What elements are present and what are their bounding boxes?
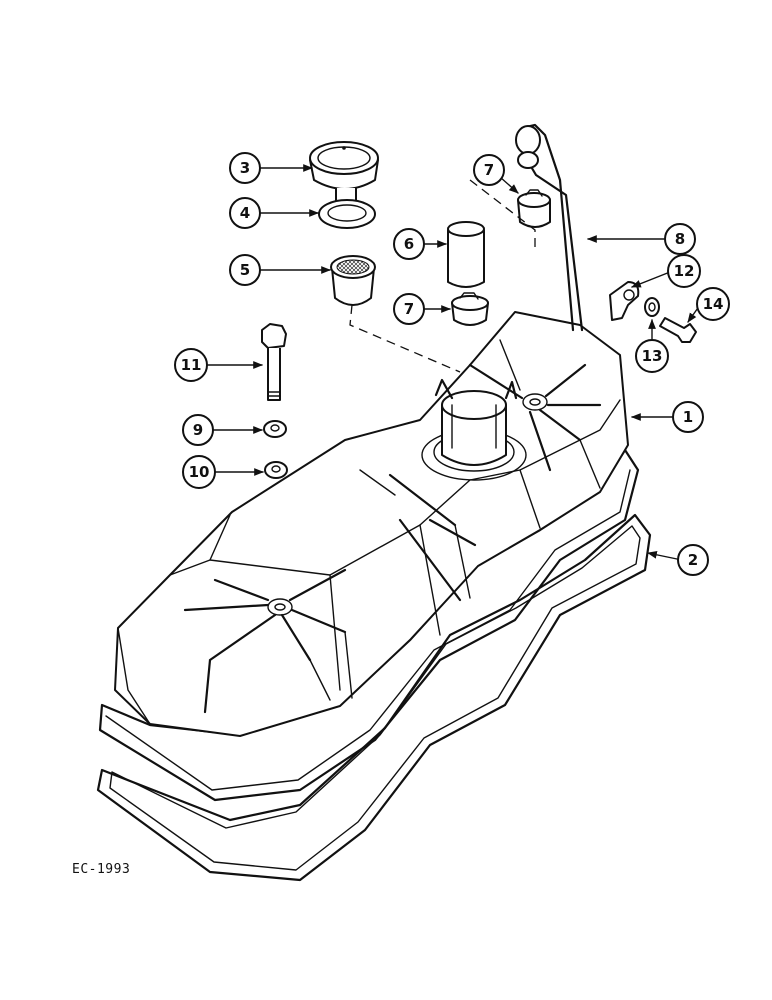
svg-text:2: 2	[688, 551, 698, 569]
strainer	[330, 255, 376, 306]
figure-reference-code: EC-1993	[72, 862, 131, 877]
hose	[447, 221, 485, 288]
bolt-washer	[263, 420, 287, 438]
right-boss	[468, 339, 602, 489]
callout-6: 6	[393, 228, 425, 260]
svg-text:8: 8	[675, 230, 685, 248]
svg-text:4: 4	[240, 204, 250, 222]
cover-bolt	[261, 323, 287, 401]
svg-text:11: 11	[181, 356, 202, 374]
left-boss	[183, 568, 353, 714]
clip-bolt	[659, 317, 697, 343]
callout-3: 3	[229, 152, 261, 184]
svg-text:5: 5	[240, 261, 250, 279]
assembly-lines	[349, 179, 536, 373]
svg-text:14: 14	[703, 295, 724, 313]
svg-text:6: 6	[404, 235, 414, 253]
callout-4: 4	[229, 197, 261, 229]
svg-text:13: 13	[642, 347, 663, 365]
oil-filler-neck	[421, 378, 527, 481]
svg-text:9: 9	[193, 421, 203, 439]
hose-clamp-lower	[451, 292, 489, 326]
leader-lines	[206, 164, 701, 560]
tube-clip	[609, 281, 640, 321]
callout-12: 12	[667, 254, 701, 288]
callouts: 1 2 3 4 5 6 7 7	[174, 152, 730, 576]
svg-text:3: 3	[240, 159, 250, 177]
callout-2: 2	[677, 544, 709, 576]
svg-text:1: 1	[683, 408, 693, 426]
hose-clamp-upper	[517, 189, 551, 228]
filler-cap	[309, 141, 379, 208]
callout-8: 8	[664, 223, 696, 255]
callout-9: 9	[182, 414, 214, 446]
breather-tube	[515, 123, 584, 332]
bolt-grommet	[264, 461, 288, 479]
callout-14: 14	[696, 287, 730, 321]
svg-text:12: 12	[674, 262, 695, 280]
svg-text:10: 10	[189, 463, 210, 481]
callout-7-lower: 7	[393, 293, 425, 325]
svg-text:7: 7	[484, 161, 494, 179]
callout-13: 13	[635, 339, 669, 373]
svg-text:7: 7	[404, 300, 414, 318]
callout-1: 1	[672, 401, 704, 433]
callout-10: 10	[182, 455, 216, 489]
callout-5: 5	[229, 254, 261, 286]
valve-cover	[98, 311, 640, 802]
cap-seal	[318, 199, 376, 229]
callout-11: 11	[174, 348, 208, 382]
clip-washer	[644, 297, 660, 317]
callout-7-upper: 7	[473, 154, 505, 186]
